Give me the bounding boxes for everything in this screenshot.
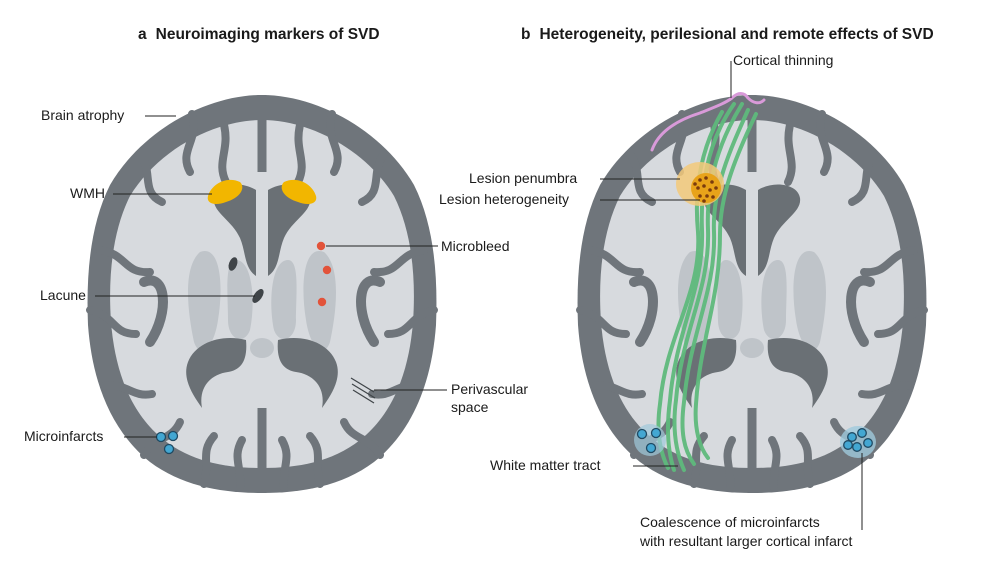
cortical-thinning-outline xyxy=(650,92,766,152)
panel-a-heading: Neuroimaging markers of SVD xyxy=(155,26,380,43)
microinfarct-dots-b-right xyxy=(840,426,876,458)
panel-b-title: b Heterogeneity, perilesional and remote … xyxy=(521,26,934,44)
label-lesion-heterogeneity: Lesion heterogeneity xyxy=(439,191,569,207)
label-coalescence-line1: Coalescence of microinfarcts xyxy=(640,514,820,530)
label-white-matter-tract: White matter tract xyxy=(490,457,601,473)
panel-b-heading: Heterogeneity, perilesional and remote e… xyxy=(539,26,934,43)
panel-a-letter: a xyxy=(138,26,147,43)
label-microbleed: Microbleed xyxy=(441,238,510,254)
panel-b-letter: b xyxy=(521,26,531,43)
panel-a-title: a Neuroimaging markers of SVD xyxy=(138,26,380,44)
label-lesion-penumbra: Lesion penumbra xyxy=(469,170,578,186)
label-perivascular-line1: Perivascular xyxy=(451,381,529,397)
label-cortical-thinning: Cortical thinning xyxy=(733,52,834,68)
microbleed-dots xyxy=(316,241,332,307)
label-perivascular-line2: space xyxy=(451,399,489,415)
leader-lines-b xyxy=(600,61,863,530)
label-microinfarcts: Microinfarcts xyxy=(24,428,104,444)
label-brain-atrophy: Brain atrophy xyxy=(41,107,125,123)
wmh-lesions xyxy=(207,179,317,204)
leader-lines-a xyxy=(95,115,447,438)
label-lacune: Lacune xyxy=(40,287,86,303)
lacune-markers xyxy=(228,257,264,303)
brain-b xyxy=(578,95,927,493)
microinfarct-dots-a xyxy=(155,430,179,455)
label-wmh: WMH xyxy=(70,185,105,201)
lesion-heterogeneity xyxy=(691,173,721,203)
microinfarct-dots-b-left xyxy=(634,424,666,456)
perivascular-space-lines xyxy=(350,377,376,404)
label-coalescence-line2: with resultant larger cortical infarct xyxy=(640,533,853,549)
